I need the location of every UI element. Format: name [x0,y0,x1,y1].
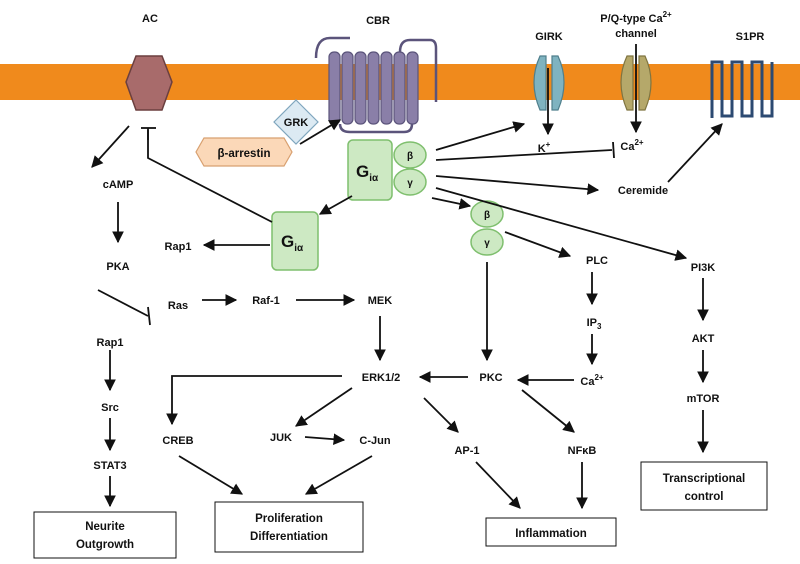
pkc-node: PKC [479,372,502,384]
inflammation-box: Inflammation [485,517,617,547]
g-beta-subunit [393,141,427,169]
raf1-node: Raf-1 [252,295,280,307]
ceremide-node: Ceremide [618,185,668,197]
arrow-erk-juk [295,387,353,427]
arrow-ac-camp [91,125,130,168]
ras-node: Ras [168,300,188,312]
beta-arrestin-label: β-arrestin [217,148,270,160]
proliferation-label: Proliferation [255,513,323,525]
control-label: control [685,491,724,503]
stat3-node: STAT3 [93,460,126,472]
grk-label: GRK [284,117,309,129]
potassium-ion-label: K+ [538,140,551,155]
transcriptional-label: Transcriptional [663,473,745,485]
creb-node: CREB [162,435,193,447]
ac-label: AC [142,13,158,25]
proliferation-differentiation-box: Proliferation Differentiation [214,501,364,553]
akt-node: AKT [692,333,715,345]
g-beta-subunit-free [470,200,504,228]
juk-node: JUK [270,432,292,444]
pka-node: PKA [106,261,129,273]
pq-channel-label-line2: channel [615,28,657,40]
inhibit-line-gialpha-ac [147,128,273,223]
mek-node: MEK [368,295,393,307]
transcriptional-control-box: Transcriptional control [640,461,768,511]
rap1-left-node: Rap1 [97,337,124,349]
calcium-channel-icon [620,55,652,111]
pi3k-node: PI3K [691,262,716,274]
arrow-ap1-inflammation [475,461,521,509]
s1p-receptor-icon [710,60,774,118]
pq-channel-label-line1: P/Q-type Ca2+ [600,10,672,25]
inhibit-bar-cachannel [612,141,615,159]
arrow-cjun-proliferation [304,455,373,495]
g-alpha-free-label: Giα [281,232,304,254]
arrow-g-ceremide [435,175,600,195]
arrow-g-betagamma [431,197,472,210]
adenylyl-cyclase-icon [125,55,173,111]
g-gamma-free-label: γ [484,238,490,249]
cannabinoid-receptor-icon [314,36,438,134]
calcium-mid-node: Ca2+ [580,373,604,388]
inhibit-g-cachannel [435,149,613,161]
g-gamma-subunit-free [470,228,504,256]
arrow-erk-ap1 [423,397,459,433]
g-beta-label: β [407,151,413,162]
g-alpha-subunit-free [271,211,319,271]
arrow-juk-cjun [304,433,346,446]
erk-node: ERK1/2 [362,372,401,384]
calcium-ion-label: Ca2+ [620,138,644,153]
arrow-betagamma-plc [504,231,572,258]
girk-label: GIRK [535,31,563,43]
arrow-g-pi3k [435,187,688,261]
cjun-node: C-Jun [359,435,390,447]
neurite-label-line1: Neurite [85,521,125,533]
grk-icon [273,99,319,145]
rap1-mid-node: Rap1 [165,241,192,253]
g-alpha-label: Giα [356,162,379,184]
cbr-label: CBR [366,15,390,27]
arrow-ceremide-s1pr [667,123,723,183]
g-alpha-subunit [347,139,393,201]
ap1-node: AP-1 [454,445,479,457]
mtor-node: mTOR [687,393,720,405]
arrow-g-gialpha [318,195,353,215]
inhibit-pka-ras [97,289,149,317]
arrow-erk-creb [166,375,342,426]
nfkb-node: NFκB [568,445,597,457]
src-node: Src [101,402,119,414]
inflammation-label: Inflammation [515,528,587,540]
differentiation-label: Differentiation [250,531,328,543]
girk-channel-icon [533,55,565,111]
neurite-outgrowth-box: Neurite Outgrowth [33,511,177,559]
s1pr-label: S1PR [736,31,765,43]
ip3-node: IP3 [587,317,602,331]
arrow-arrestin-cbr [299,119,342,145]
g-gamma-label: γ [407,178,413,189]
camp-node: cAMP [103,179,134,191]
neurite-label-line2: Outgrowth [76,539,134,551]
arrow-g-girk [435,121,526,151]
beta-arrestin-icon [195,137,293,167]
inhibit-bar-ras [147,306,151,326]
arrow-pkc-nfkb [521,389,575,433]
arrow-creb-proliferation [178,455,244,495]
plc-node: PLC [586,255,608,267]
g-gamma-subunit [393,168,427,196]
g-beta-free-label: β [484,210,490,221]
